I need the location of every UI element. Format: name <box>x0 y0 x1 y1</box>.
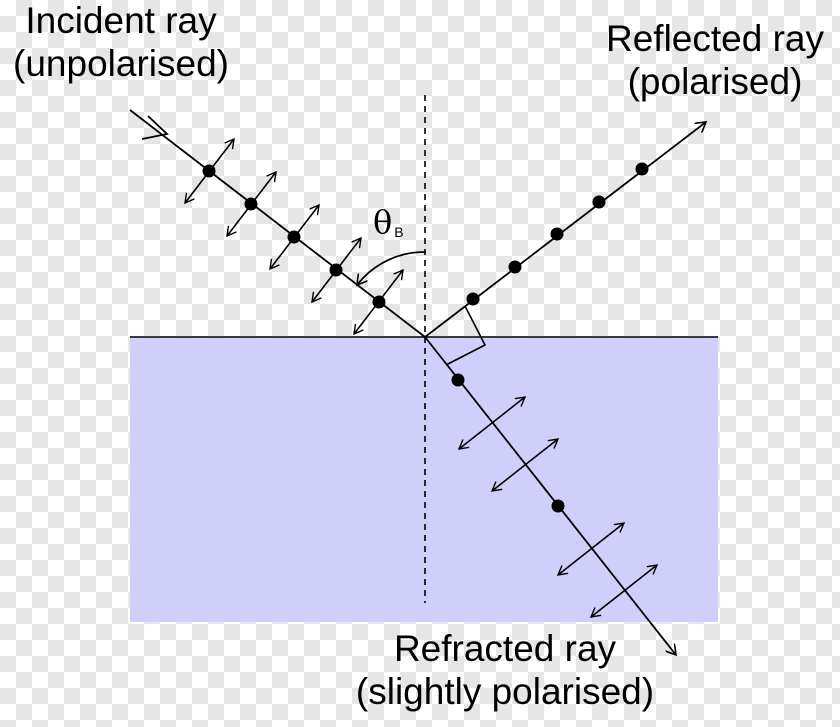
polarisation-dot <box>635 162 649 176</box>
angle-symbol: θ <box>373 203 393 241</box>
reflected-ray-label: Reflected ray (polarised) <box>588 18 840 103</box>
polarisation-dot <box>466 292 480 306</box>
brewster-angle-arc <box>357 251 426 285</box>
angle-subscript: B <box>394 224 404 240</box>
refracted-label-line2: (slightly polarised) <box>355 670 655 712</box>
refracted-double-arrows <box>457 396 659 618</box>
medium-region <box>130 337 718 622</box>
polarisation-dot <box>550 227 564 241</box>
incident-label-line1: Incident ray <box>25 0 217 41</box>
reflected-ray <box>424 122 706 338</box>
reflected-label-line2: (polarised) <box>627 60 803 102</box>
polarisation-dot <box>451 373 465 387</box>
polarisation-dot <box>508 260 522 274</box>
refracted-ray-label: Refracted ray (slightly polarised) <box>330 628 680 713</box>
reflected-label-line1: Reflected ray <box>606 18 824 59</box>
polarisation-arrow <box>311 236 362 304</box>
polarisation-arrow <box>226 170 277 238</box>
polarisation-arrow <box>589 564 659 618</box>
incident-double-arrows <box>184 137 404 336</box>
polarisation-arrow <box>490 438 560 492</box>
refracted-label-line1: Refracted ray <box>393 628 617 669</box>
reflected-dots <box>466 162 649 306</box>
polarisation-arrow <box>457 396 527 450</box>
polarisation-dot <box>592 195 606 209</box>
polarisation-arrow <box>556 522 626 576</box>
incident-arrowhead <box>141 115 169 140</box>
incident-ray-label: Incident ray (unpolarised) <box>0 0 246 85</box>
polarisation-arrow <box>269 203 320 271</box>
polarisation-arrow <box>184 137 235 205</box>
refracted-dots <box>451 373 565 513</box>
polarisation-arrow <box>353 268 404 336</box>
polarisation-dot <box>551 499 565 513</box>
incident-label-line2: (unpolarised) <box>13 42 229 84</box>
right-angle-mark <box>445 305 487 366</box>
